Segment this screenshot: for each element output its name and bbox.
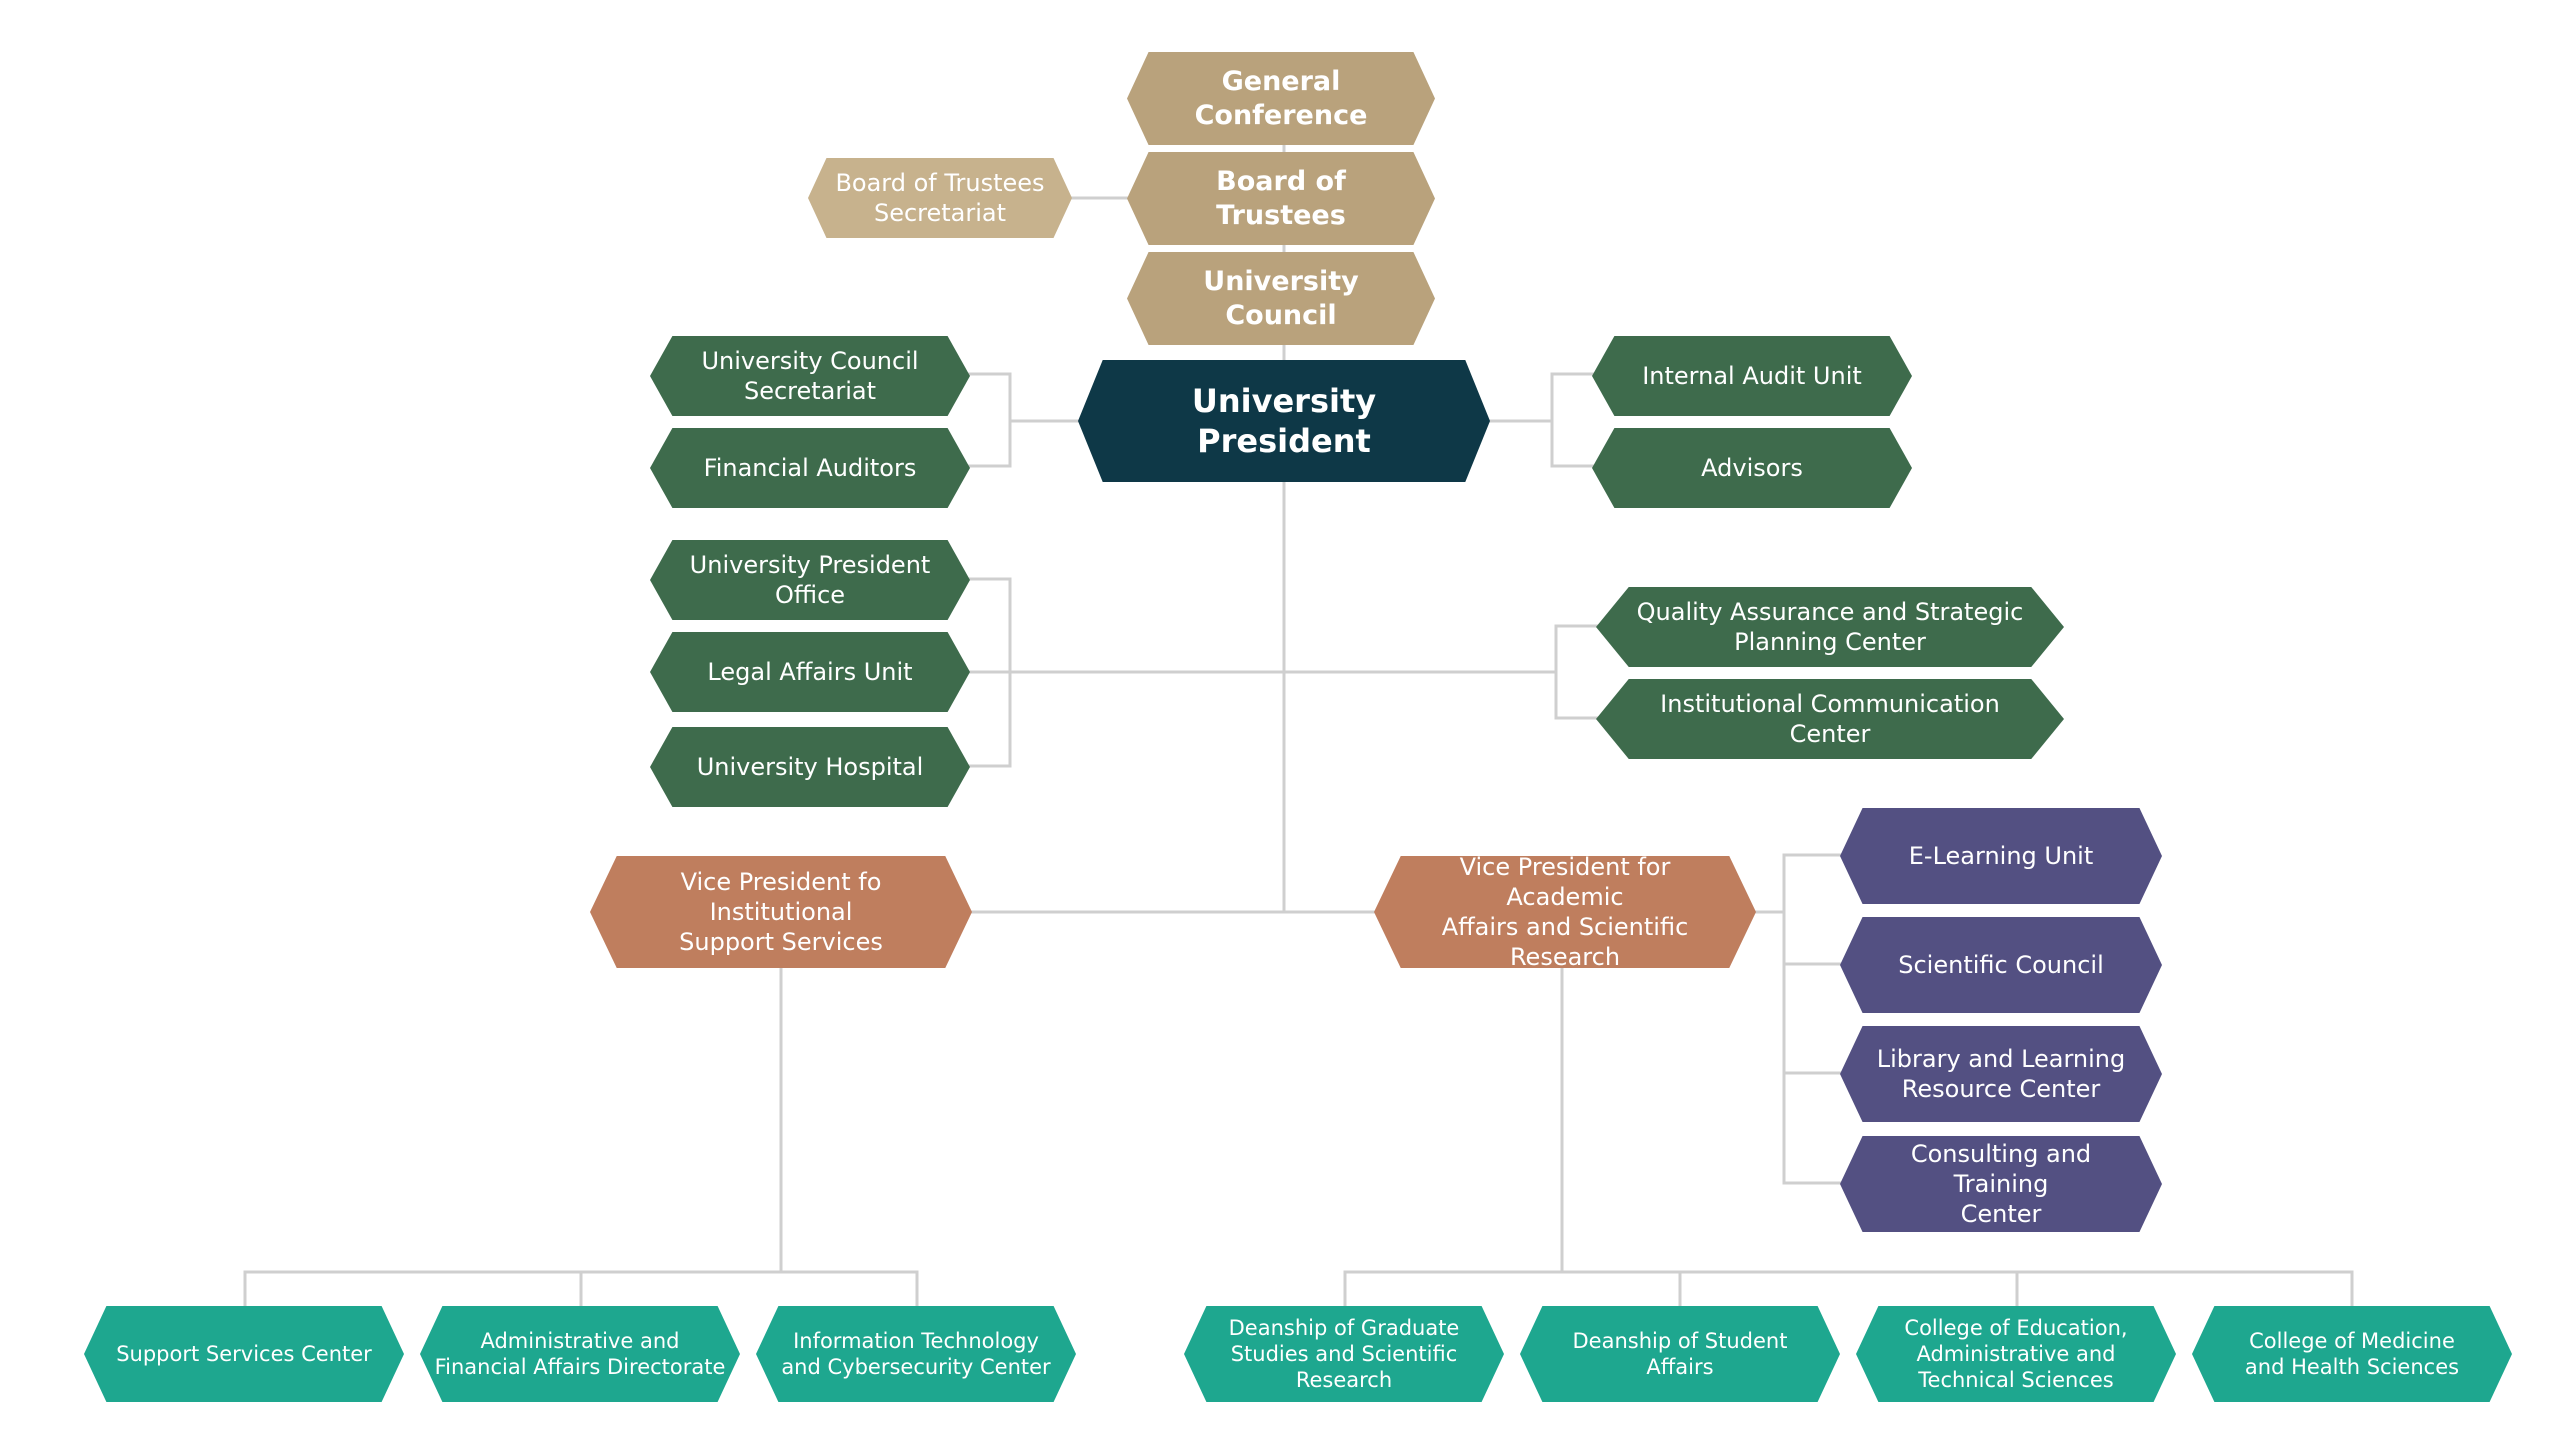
node-college-medicine: College of Medicine and Health Sciences — [2192, 1306, 2512, 1402]
node-legal-affairs: Legal Affairs Unit — [650, 632, 970, 712]
connector-right-upper-bracket — [1550, 372, 1594, 468]
node-board-of-trustees: Board of Trustees — [1127, 152, 1435, 245]
node-label: Financial Auditors — [703, 454, 917, 482]
node-general-conference: General Conference — [1127, 52, 1435, 145]
node-student-affairs: Deanship of Student Affairs — [1520, 1306, 1840, 1402]
node-university-president: University President — [1078, 360, 1490, 482]
node-label: Legal Affairs Unit — [707, 658, 913, 686]
node-board-secretariat: Board of Trustees Secretariat — [808, 158, 1072, 238]
node-label: University Hospital — [696, 753, 924, 781]
node-label: General Conference — [1194, 65, 1368, 131]
node-e-learning: E-Learning Unit — [1840, 808, 2162, 904]
node-label: Library and Learning Resource Center — [1876, 1045, 2126, 1103]
node-label: Deanship of Graduate Studies and Scienti… — [1228, 1315, 1460, 1393]
node-label: Internal Audit Unit — [1642, 362, 1862, 390]
node-label: Institutional Communication Center — [1660, 690, 2000, 748]
node-college-education: College of Education, Administrative and… — [1856, 1306, 2176, 1402]
node-label: University President — [1191, 382, 1377, 460]
node-quality-assurance: Quality Assurance and Strategic Planning… — [1596, 587, 2064, 667]
node-label: Quality Assurance and Strategic Planning… — [1636, 598, 2024, 656]
node-label: Vice President for Academic Affairs and … — [1441, 853, 1689, 971]
node-information-technology: Information Technology and Cybersecurity… — [756, 1306, 1076, 1402]
node-label: Consulting and Training Center — [1910, 1140, 2092, 1228]
node-internal-audit: Internal Audit Unit — [1592, 336, 1912, 416]
node-president-office: University President Office — [650, 540, 970, 620]
connector-vp-acad-side-bracket — [1782, 853, 1842, 1185]
node-label: Vice President fo Institutional Support … — [679, 868, 883, 956]
node-label: University Council Secretariat — [701, 347, 919, 405]
node-label: College of Education, Administrative and… — [1904, 1315, 2128, 1393]
node-university-hospital: University Hospital — [650, 727, 970, 807]
node-label: E-Learning Unit — [1908, 842, 2094, 870]
node-label: College of Medicine and Health Sciences — [2244, 1328, 2460, 1379]
node-label: Deanship of Student Affairs — [1572, 1328, 1788, 1379]
connector-left-upper-bracket — [967, 372, 1012, 468]
node-advisors: Advisors — [1592, 428, 1912, 508]
node-admin-financial: Administrative and Financial Affairs Dir… — [420, 1306, 740, 1402]
node-label: Advisors — [1701, 454, 1803, 482]
node-financial-auditors: Financial Auditors — [650, 428, 970, 508]
connector-right-middle-bracket — [1554, 624, 1598, 720]
node-label: Board of Trustees Secretariat — [835, 169, 1045, 227]
node-library: Library and Learning Resource Center — [1840, 1026, 2162, 1122]
node-label: Information Technology and Cybersecurity… — [781, 1328, 1051, 1379]
node-vp-institutional: Vice President fo Institutional Support … — [590, 856, 972, 968]
node-label: Board of Trustees — [1216, 165, 1346, 231]
node-university-council: University Council — [1127, 252, 1435, 345]
node-label: University Council — [1203, 265, 1359, 331]
node-support-services: Support Services Center — [84, 1306, 404, 1402]
connector-vp-acad-bar — [1343, 1270, 2354, 1310]
node-council-secretariat: University Council Secretariat — [650, 336, 970, 416]
node-graduate-studies: Deanship of Graduate Studies and Scienti… — [1184, 1306, 1504, 1402]
node-label: Administrative and Financial Affairs Dir… — [434, 1328, 726, 1379]
node-label: Scientific Council — [1898, 951, 2104, 979]
node-institutional-communication: Institutional Communication Center — [1596, 679, 2064, 759]
node-label: Support Services Center — [116, 1341, 372, 1366]
node-label: University President Office — [689, 551, 931, 609]
node-consulting-training: Consulting and Training Center — [1840, 1136, 2162, 1232]
node-vp-academic: Vice President for Academic Affairs and … — [1374, 856, 1756, 968]
node-scientific-council: Scientific Council — [1840, 917, 2162, 1013]
